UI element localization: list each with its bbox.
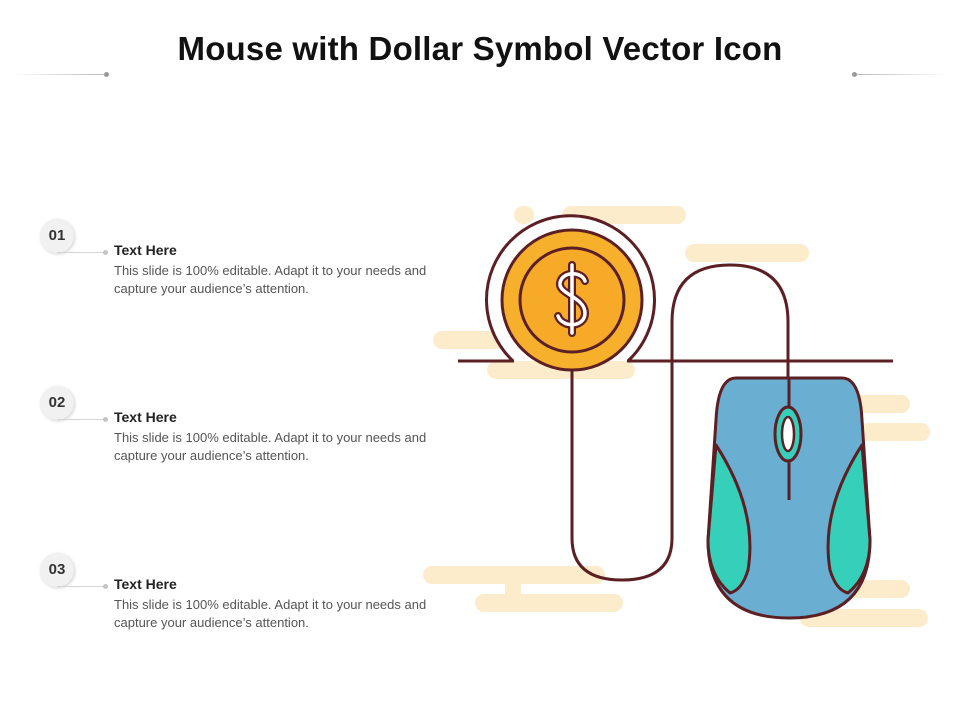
step-description: This slide is 100% editable. Adapt it to… — [114, 263, 427, 296]
step-description: This slide is 100% editable. Adapt it to… — [114, 597, 427, 630]
step-connector-line — [57, 586, 105, 587]
background-bars — [423, 206, 930, 627]
step-connector-dot — [103, 584, 108, 589]
step-item-2: 02 Text Here This slide is 100% editable… — [40, 386, 440, 476]
step-heading: Text Here — [114, 409, 177, 425]
step-heading: Text Here — [114, 576, 177, 592]
step-item-1: 01 Text Here This slide is 100% editable… — [40, 219, 440, 309]
step-heading: Text Here — [114, 242, 177, 258]
step-description: This slide is 100% editable. Adapt it to… — [114, 430, 427, 463]
mouse-cable-path — [570, 263, 790, 582]
slide-title: Mouse with Dollar Symbol Vector Icon — [177, 30, 783, 67]
title-rule-dot-left — [104, 72, 109, 77]
dollar-coin-icon — [485, 214, 656, 372]
computer-mouse-icon — [706, 376, 872, 620]
dollar-sign-glyph — [554, 261, 589, 337]
step-number-badge: 02 — [40, 386, 74, 420]
mouse-cable-icon — [572, 360, 674, 580]
step-connector-line — [57, 419, 105, 420]
step-item-3: 03 Text Here This slide is 100% editable… — [40, 553, 440, 643]
title-rule-left — [10, 74, 106, 75]
step-number-badge: 03 — [40, 553, 74, 587]
step-number-badge: 01 — [40, 219, 74, 253]
title-rule-right — [855, 74, 951, 75]
step-connector-line — [57, 252, 105, 253]
step-connector-dot — [103, 250, 108, 255]
step-connector-dot — [103, 417, 108, 422]
mouse-dollar-illustration — [423, 206, 930, 627]
title-rule-dot-right — [852, 72, 857, 77]
